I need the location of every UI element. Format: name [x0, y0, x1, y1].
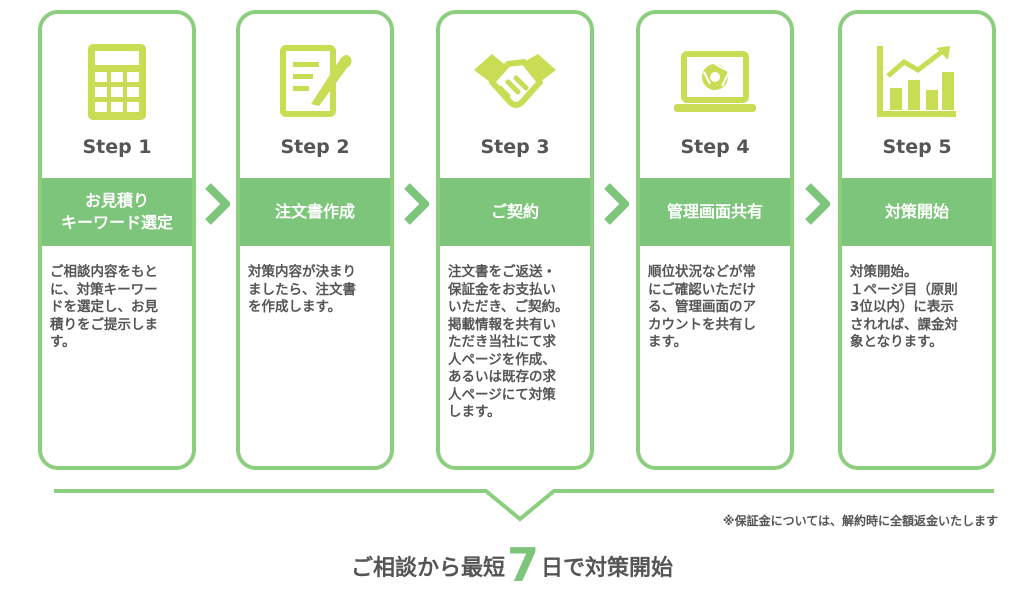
step-title: お見積り キーワード選定: [42, 178, 192, 246]
step-label: Step 1: [82, 136, 152, 158]
headline-number: 7: [506, 538, 539, 592]
chevron-right-icon: [404, 183, 429, 225]
step-card-4: Step 4 管理画面共有 順位状況などが常 にご確認いただけ る、管理画面のア…: [636, 10, 794, 470]
chevron-right-icon: [604, 183, 629, 225]
step-card-3: Step 3 ご契約 注文書をご返送・ 保証金をお支払い いただき、ご契約。 掲…: [436, 10, 594, 470]
step-label: Step 2: [280, 136, 350, 158]
step-title: ご契約: [440, 178, 590, 246]
step-card-5: Step 5 対策開始 対策開始。 １ページ目（原則 3位以内）に表示 されれば…: [838, 10, 996, 470]
step-description: ご相談内容をもと に、対策キーワー ドを選定し、お見 積りをご提示しま す。: [50, 264, 158, 351]
step-description: 注文書をご返送・ 保証金をお支払い いただき、ご契約。 掲載情報を共有い ただき…: [448, 264, 569, 421]
chevron-right-icon: [805, 183, 830, 225]
step-label: Step 3: [480, 136, 550, 158]
document-pen-icon: [240, 42, 390, 122]
timeline-bracket: [54, 489, 994, 522]
refund-note: ※保証金については、解約時に全額返金いたします: [722, 514, 998, 528]
step-title: 管理画面共有: [640, 178, 790, 246]
calculator-icon: [42, 42, 192, 122]
step-label: Step 5: [882, 136, 952, 158]
growth-chart-icon: [842, 42, 992, 122]
handshake-icon: [440, 42, 590, 122]
chevron-right-icon: [205, 183, 230, 225]
step-card-2: Step 2 注文書作成 対策内容が決まり ましたら、注文書 を作成します。: [236, 10, 394, 470]
step-title: 注文書作成: [240, 178, 390, 246]
step-label: Step 4: [680, 136, 750, 158]
step-description: 順位状況などが常 にご確認いただけ る、管理画面のア カウントを共有し ます。: [648, 264, 756, 351]
step-title: 対策開始: [842, 178, 992, 246]
headline-suffix: 日で対策開始: [541, 556, 674, 581]
laptop-icon: [640, 42, 790, 122]
step-description: 対策内容が決まり ましたら、注文書 を作成します。: [248, 264, 356, 316]
headline-prefix: ご相談から最短: [350, 556, 505, 581]
step-description: 対策開始。 １ページ目（原則 3位以内）に表示 されれば、課金対 象となります。: [850, 264, 958, 351]
step-card-1: Step 1 お見積り キーワード選定 ご相談内容をもと に、対策キーワー ドを…: [38, 10, 196, 470]
summary-headline: ご相談から最短7日で対策開始: [0, 538, 1024, 592]
